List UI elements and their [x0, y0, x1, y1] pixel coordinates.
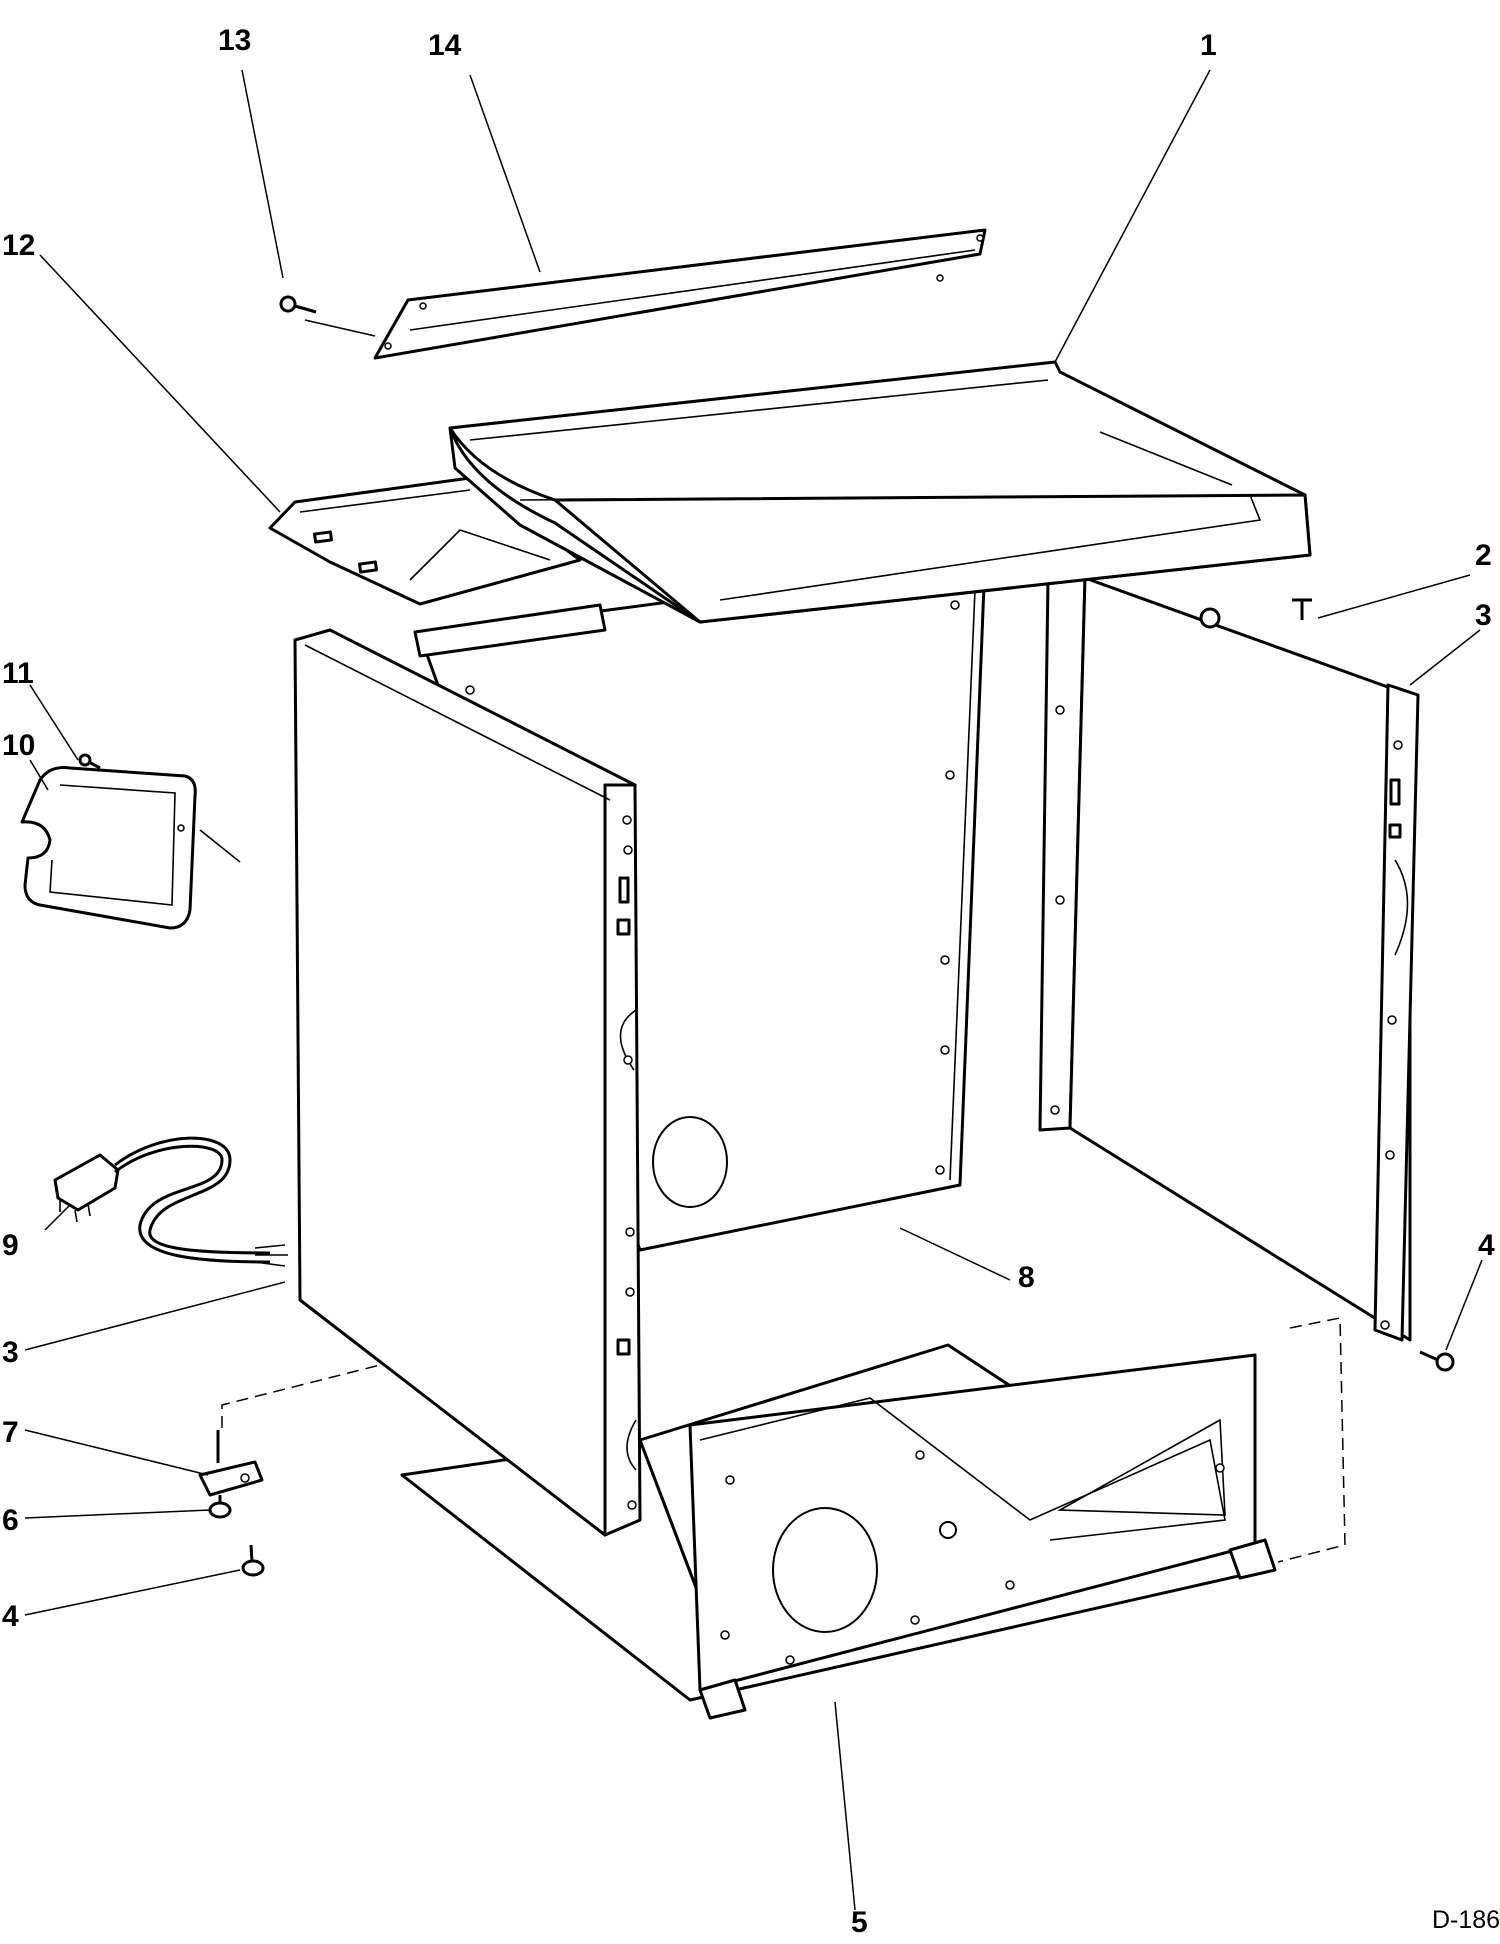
callout-12: 12 [2, 229, 35, 262]
callout-4-right: 4 [1478, 1229, 1495, 1262]
drawing-reference: D-186 [1432, 1906, 1500, 1934]
part-14-top-rail [373, 228, 987, 360]
callout-11: 11 [2, 657, 34, 690]
part-3-right-side-panel [1038, 576, 1420, 1342]
callout-3-right: 3 [1475, 599, 1492, 632]
part-5-base-frame [400, 1343, 1277, 1720]
callout-8: 8 [1018, 1261, 1035, 1294]
part-7-leveling-bracket [198, 1430, 264, 1497]
part-1-top-cover [448, 360, 1312, 624]
callout-5: 5 [851, 1906, 868, 1939]
leader-lines [24, 69, 1483, 1911]
callout-10: 10 [2, 729, 35, 762]
part-13-screw [279, 295, 317, 314]
part-3-left-side-panel [293, 628, 728, 1537]
callout-14: 14 [428, 29, 462, 62]
part-2-screw [1292, 598, 1312, 620]
callout-6: 6 [2, 1504, 19, 1537]
callout-labels: 1 14 13 12 2 3 11 10 9 8 4 3 7 6 4 5 D-1… [2, 24, 1500, 1939]
part-4-leg-right [1419, 1350, 1455, 1372]
callout-7: 7 [2, 1416, 19, 1449]
part-4-leg-left [241, 1544, 265, 1577]
callout-13: 13 [218, 24, 251, 57]
alignment-lines [221, 1317, 1346, 1563]
part-10-access-cover [20, 766, 197, 930]
callout-3-left: 3 [2, 1336, 19, 1369]
callout-9: 9 [2, 1229, 19, 1262]
callout-4-left: 4 [2, 1600, 19, 1633]
part-6-leveling-foot [208, 1495, 232, 1519]
callout-1: 1 [1200, 29, 1217, 62]
callout-2: 2 [1475, 539, 1492, 572]
part-11-screw [78, 753, 101, 770]
part-9-power-cord [53, 1136, 288, 1267]
